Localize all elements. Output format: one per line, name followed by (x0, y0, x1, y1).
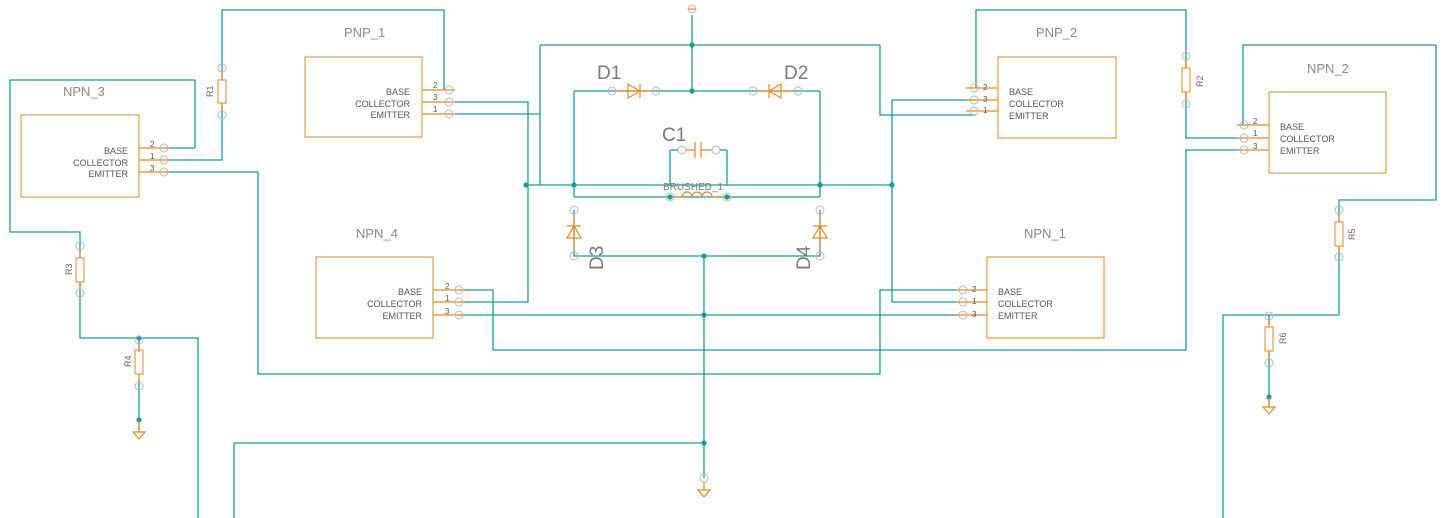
part-name: NPN_2 (1307, 61, 1349, 76)
ground-symbol-right (1261, 397, 1277, 415)
transistor-body (997, 56, 1117, 139)
resistor-r2[interactable]: R2 (1181, 51, 1205, 109)
diode-label: D2 (784, 63, 808, 84)
pin-label-base: BASE (998, 287, 1022, 297)
pin-number: 1 (445, 294, 450, 303)
pin-number: 2 (983, 83, 988, 92)
resistor-r6[interactable]: R6 (1264, 311, 1288, 368)
diode-d3[interactable]: D3 (565, 205, 608, 270)
resistor-label: R5 (1347, 228, 1357, 240)
ground-symbol-center (696, 473, 712, 498)
pin-number: 2 (150, 140, 155, 149)
pin-number: 3 (1253, 142, 1258, 151)
resistor-label: R1 (205, 85, 215, 97)
transistor-body (315, 256, 434, 339)
pin-number: 2 (433, 81, 438, 90)
wires (9, 9, 1437, 518)
capacitor-label: C1 (662, 125, 686, 146)
vcc-symbol (687, 4, 697, 14)
resistor-label: R4 (123, 355, 133, 367)
pin-label-collector: COLLECTOR (367, 299, 422, 309)
pin-label-emitter: EMITTER (1009, 111, 1049, 121)
motor-label: BRUSHED_1 (663, 182, 723, 193)
pin-number: 3 (445, 307, 450, 316)
pin-number: 2 (972, 285, 977, 294)
pin-number: 1 (972, 297, 977, 306)
resistor-label: R2 (1195, 75, 1205, 87)
diode-label: D4 (794, 245, 815, 270)
pin-number: 3 (972, 310, 977, 319)
pin-number: 2 (445, 282, 450, 291)
pin-number: 3 (983, 95, 988, 104)
resistor-r4[interactable]: R4 (123, 335, 144, 391)
pin-label-emitter: EMITTER (998, 311, 1038, 321)
capacitor-c1[interactable]: C1 (662, 125, 727, 158)
resistor-label: R3 (64, 263, 74, 275)
pin-number: 3 (150, 164, 155, 173)
pin-label-base: BASE (104, 146, 128, 156)
pin-label-collector: COLLECTOR (355, 99, 410, 109)
diode-d2[interactable]: D2 (748, 63, 808, 100)
transistor-body (1268, 91, 1387, 174)
pin-label-base: BASE (1280, 122, 1304, 132)
pin-number: 1 (150, 152, 155, 161)
transistor-body (986, 256, 1105, 339)
pin-number: 1 (983, 106, 988, 115)
pin-label-base: BASE (386, 87, 410, 97)
transistor-npn3[interactable]: NPN_3 BASE COLLECTOR EMITTER 2 1 3 (20, 84, 170, 198)
transistor-body (304, 56, 423, 138)
pin-label-collector: COLLECTOR (73, 158, 128, 168)
pin-number: 1 (433, 105, 438, 114)
pin-label-base: BASE (398, 287, 422, 297)
pin-label-emitter: EMITTER (383, 311, 423, 321)
part-name: PNP_1 (344, 25, 385, 40)
ground-symbol-left (131, 420, 147, 440)
pin-number: 2 (1253, 117, 1258, 126)
pin-label-emitter: EMITTER (89, 169, 129, 179)
diode-d4[interactable]: D4 (794, 205, 829, 270)
pin-label-collector: COLLECTOR (1280, 134, 1335, 144)
pin-number: 3 (433, 93, 438, 102)
resistor-r5[interactable]: R5 (1334, 205, 1357, 262)
resistor-label: R6 (1278, 332, 1288, 344)
resistor-r3[interactable]: R3 (64, 241, 85, 298)
diode-d1[interactable]: D1 (597, 63, 661, 100)
pin-label-collector: COLLECTOR (998, 299, 1053, 309)
pin-label-collector: COLLECTOR (1009, 99, 1064, 109)
pin-label-emitter: EMITTER (371, 110, 411, 120)
part-name: NPN_1 (1024, 226, 1066, 241)
motor-brushed-1[interactable]: BRUSHED_1 (663, 182, 732, 202)
pin-label-emitter: EMITTER (1280, 146, 1320, 156)
resistor-r1[interactable]: R1 (205, 63, 227, 120)
diode-label: D1 (597, 63, 621, 84)
pin-number: 1 (1253, 129, 1258, 138)
transistor-npn2[interactable]: NPN_2 BASE COLLECTOR EMITTER 2 1 3 (1237, 61, 1387, 174)
transistor-npn1[interactable]: NPN_1 BASE COLLECTOR EMITTER 2 1 3 (955, 226, 1105, 339)
part-name: NPN_3 (63, 84, 105, 99)
part-name: PNP_2 (1036, 25, 1077, 40)
diode-label: D3 (587, 246, 608, 270)
transistor-npn4[interactable]: NPN_4 BASE COLLECTOR EMITTER 2 1 3 (315, 226, 465, 339)
transistor-pnp1[interactable]: PNP_1 BASE COLLECTOR EMITTER 2 3 1 (304, 25, 455, 138)
transistor-pnp2[interactable]: PNP_2 BASE COLLECTOR EMITTER 2 3 1 (966, 25, 1117, 139)
transistor-body (20, 114, 140, 198)
part-name: NPN_4 (356, 226, 398, 241)
pin-label-base: BASE (1009, 87, 1033, 97)
